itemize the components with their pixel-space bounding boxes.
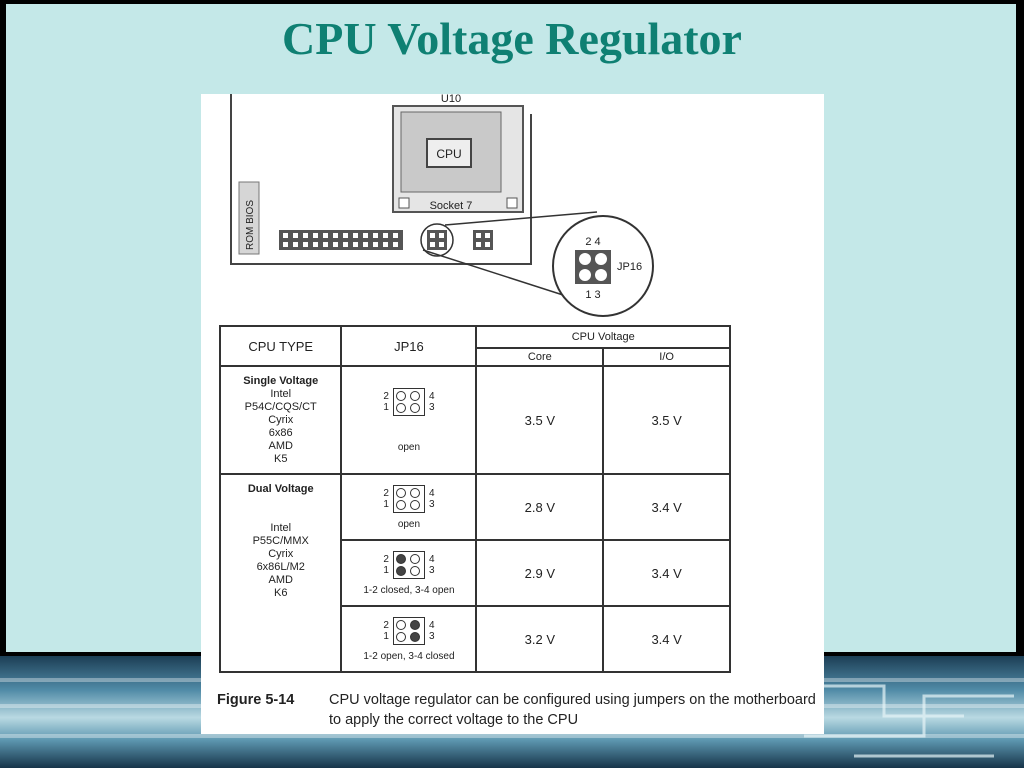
io-voltage: 3.4 V: [602, 605, 731, 673]
cpu-name: Intel: [270, 387, 292, 400]
cpu-name: 6x86L/M2: [256, 561, 305, 573]
jumper-setting: 1-2 open, 3-4 closed: [363, 650, 455, 662]
figure-caption: Figure 5-14 CPU voltage regulator can be…: [217, 690, 817, 730]
header-strip: [279, 230, 403, 250]
bios-label: ROM BIOS: [245, 200, 256, 250]
cpu-name: P55C/MMX: [252, 535, 309, 547]
figure: CPU U10 Socket 7 ROM BIOS 2 4 JP16 1 3: [201, 94, 824, 734]
jp16-zoom-jumper: [575, 250, 611, 284]
core-voltage: 2.8 V: [475, 473, 605, 541]
io-voltage: 3.5 V: [602, 365, 731, 475]
zoom-label: JP16: [617, 261, 642, 273]
single-voltage-title: Single Voltage: [243, 374, 319, 387]
header-cpu-type: CPU TYPE: [218, 325, 343, 367]
jumper-setting: open: [397, 518, 421, 530]
zoom-pins-bottom: 1 3: [585, 289, 600, 301]
core-voltage: 3.5 V: [475, 365, 605, 475]
header-core: Core: [475, 347, 605, 367]
header-jp16: JP16: [340, 325, 478, 367]
caption-label: Figure 5-14: [217, 692, 295, 708]
cpu-name: AMD: [268, 574, 293, 586]
io-voltage: 3.4 V: [602, 473, 731, 541]
zoom-pins-top: 2 4: [585, 236, 600, 248]
single-voltage-cell: Single Voltage Intel P54C/CQS/CT Cyrix 6…: [218, 365, 343, 475]
cpu-name: Intel: [270, 522, 292, 534]
cpu-label: CPU: [436, 147, 461, 161]
dual-voltage-title: Dual Voltage: [247, 483, 314, 495]
motherboard-diagram: CPU U10 Socket 7 ROM BIOS 2 4 JP16 1 3: [230, 94, 654, 317]
jumper-setting: open: [397, 441, 421, 453]
cpu-name: Cyrix: [268, 548, 294, 560]
cpu-name: K5: [273, 452, 288, 465]
cpu-name: Cyrix: [268, 413, 294, 426]
cpu-name: P54C/CQS/CT: [244, 400, 317, 413]
rom-bios-chip: [238, 181, 260, 255]
header-cpu-voltage: CPU Voltage: [475, 325, 731, 349]
cpu-chip: [426, 138, 472, 168]
slide-title: CPU Voltage Regulator: [282, 13, 742, 64]
chip-label: U10: [441, 94, 461, 105]
caption-text: CPU voltage regulator can be configured …: [329, 692, 816, 728]
socket-label: Socket 7: [430, 200, 473, 212]
cpu-name: K6: [273, 587, 288, 599]
header-io: I/O: [602, 347, 731, 367]
cpu-name: 6x86: [268, 426, 293, 439]
circuit-pattern-graphic: [774, 684, 1014, 758]
cpu-voltage-table: CPU TYPE JP16 CPU Voltage Core I/O Singl…: [218, 325, 731, 673]
core-voltage: 2.9 V: [475, 539, 605, 607]
jumper-setting: 1-2 closed, 3-4 open: [363, 584, 455, 596]
cpu-name: AMD: [268, 439, 293, 452]
dual-voltage-cell: Dual Voltage Intel P55C/MMX Cyrix 6x86L/…: [218, 473, 343, 673]
core-voltage: 3.2 V: [475, 605, 605, 673]
io-voltage: 3.4 V: [602, 539, 731, 607]
